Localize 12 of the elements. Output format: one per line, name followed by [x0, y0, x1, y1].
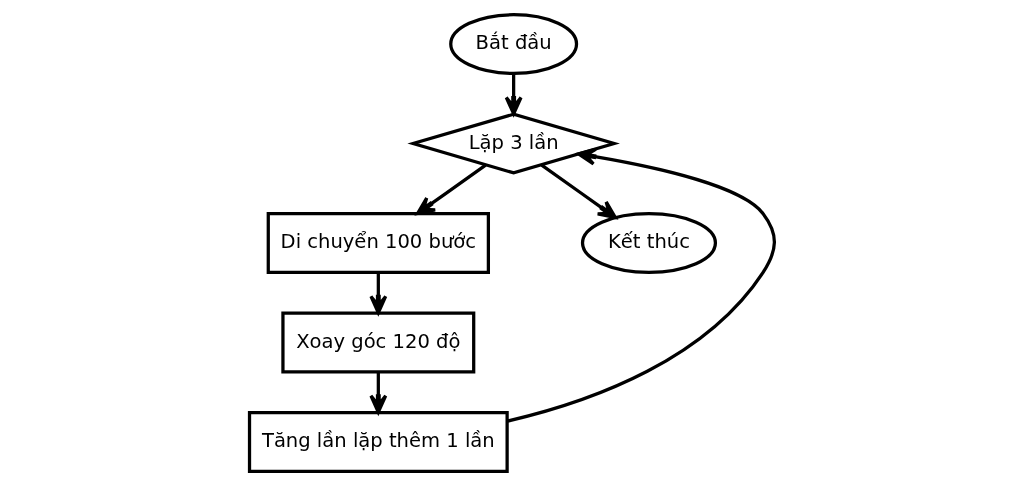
arrow — [507, 147, 776, 423]
node-ellipse: Kết thúc — [580, 212, 718, 274]
node-box: Tăng lần lặp thêm 1 lần — [247, 410, 509, 473]
arrow — [369, 371, 388, 414]
node-ellipse: Bắt đầu — [449, 13, 579, 76]
arrow — [504, 73, 523, 116]
node-box: Di chuyển 100 bước — [266, 212, 490, 274]
arrow — [416, 163, 487, 216]
node-diamond: Lặp 3 lần — [407, 112, 620, 175]
arrow — [369, 272, 388, 315]
arrow — [540, 163, 617, 219]
node-box: Xoay góc 120 độ — [281, 311, 476, 374]
